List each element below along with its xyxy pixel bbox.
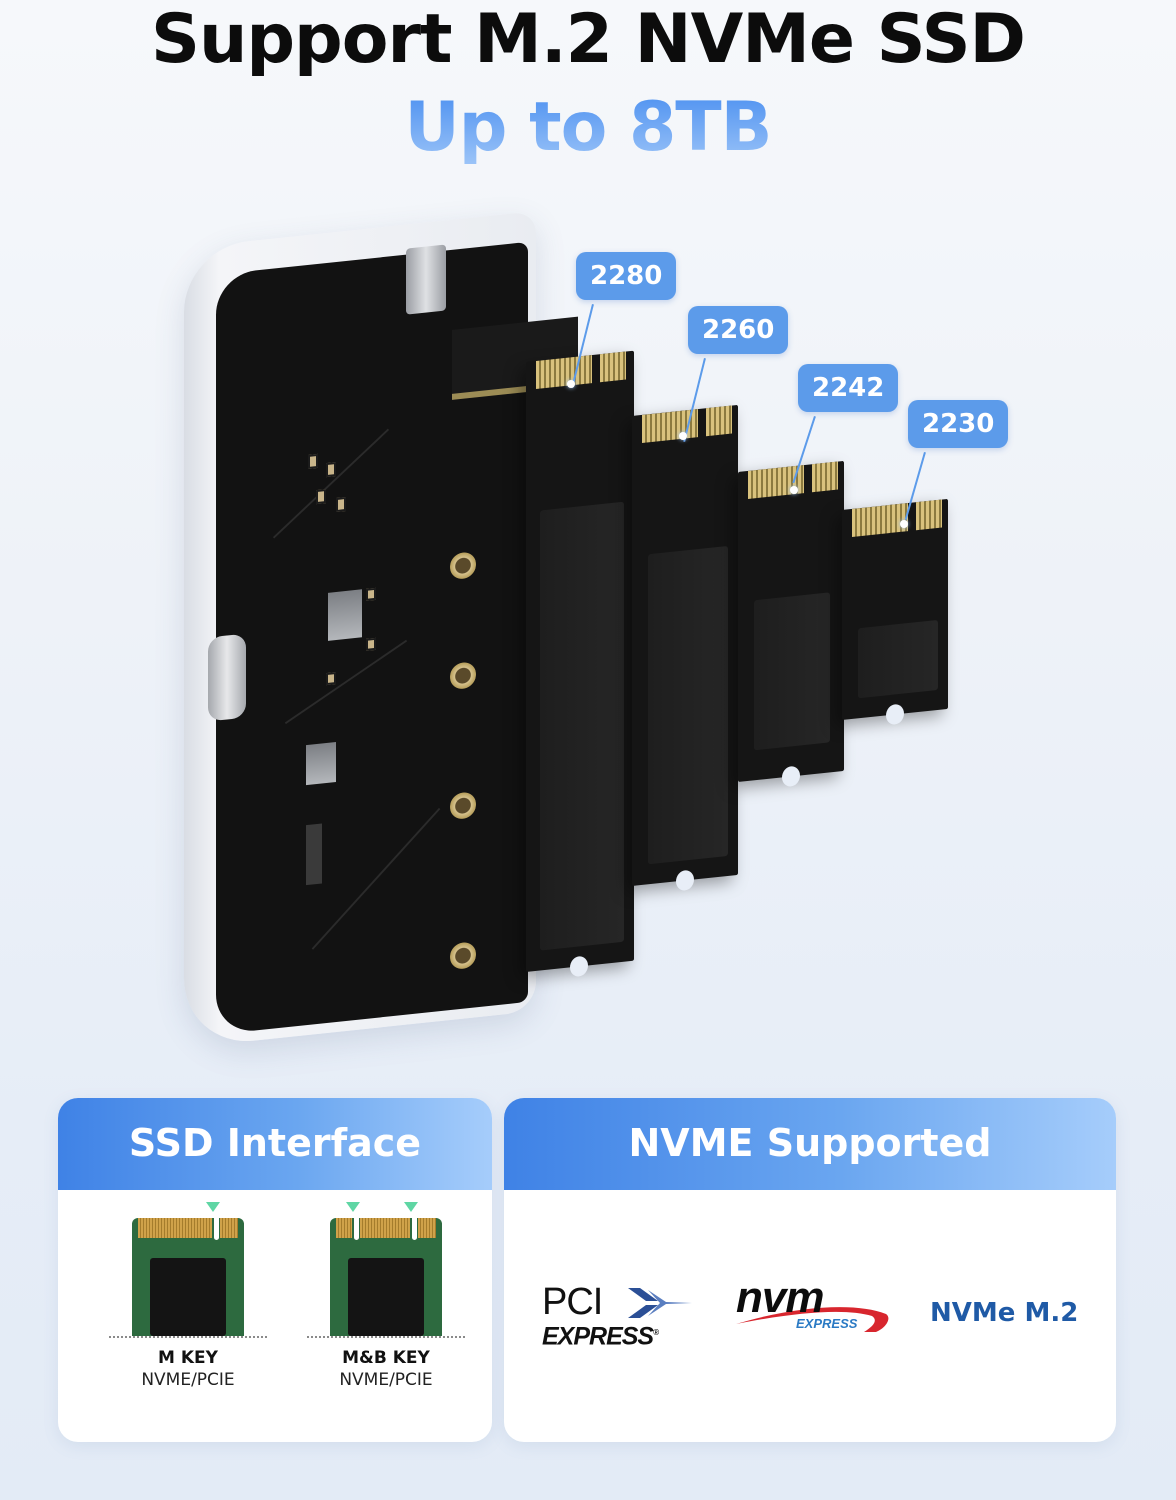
mount-hole [450, 547, 476, 585]
ssd-2260 [632, 404, 738, 892]
leader-dot [900, 520, 908, 528]
smd-component [366, 637, 376, 651]
pci-express-logo: PCI EXPRESS® [542, 1283, 692, 1349]
smd-component [308, 453, 318, 469]
switch [306, 823, 322, 886]
logo-row: PCI EXPRESS® nvm EXPRESS NVMe M.2 [504, 1276, 1116, 1358]
mount-hole [450, 657, 476, 695]
size-tag-2230: 2230 [908, 400, 1009, 448]
key-notch-arrow-icon [206, 1202, 220, 1212]
nvm-swoosh-icon [736, 1307, 889, 1332]
ssd-2242 [738, 460, 844, 788]
mount-hole [450, 787, 476, 825]
pcb-trace [311, 807, 441, 950]
mb-key-ssd-icon [330, 1202, 442, 1336]
nvm-express-logo: nvm EXPRESS [736, 1276, 889, 1332]
ssd-2230 [842, 498, 948, 726]
smd-component [336, 496, 346, 513]
dotted-divider [109, 1336, 267, 1338]
capacity-subtitle: Up to 8TB [0, 88, 1176, 168]
dotted-divider [307, 1336, 465, 1338]
key-name: M&B KEY [342, 1348, 430, 1368]
regulator-chip [306, 742, 336, 786]
smd-component [326, 672, 336, 686]
leader-dot [790, 486, 798, 494]
nvme-m2-label: NVMe M.2 [930, 1298, 1079, 1328]
m-key-item: M KEY NVME/PCIE [98, 1202, 278, 1390]
pcb-trace [284, 639, 408, 725]
usb-c-port-top-icon [406, 244, 446, 315]
page-title: Support M.2 NVMe SSD [151, 0, 1026, 79]
smd-component [316, 489, 326, 505]
smd-component [366, 587, 376, 601]
key-notch-arrow-icon [346, 1202, 360, 1212]
nvme-supported-card: NVME Supported PCI EXPRESS® nvm EXPRESS … [504, 1098, 1116, 1442]
key-type: NVME/PCIE [141, 1370, 235, 1390]
nvme-supported-title: NVME Supported [504, 1098, 1116, 1190]
mount-hole [450, 937, 476, 975]
enclosure-shell [184, 211, 578, 1049]
controller-chip [328, 589, 362, 641]
key-notch-arrow-icon [404, 1202, 418, 1212]
size-tag-2260: 2260 [688, 306, 789, 354]
enclosure-pcb [216, 241, 578, 1035]
ssd-enclosure-illustration: 2280 2260 2242 2230 [180, 211, 1009, 1060]
ssd-interface-card: SSD Interface M KEY NVME/PCIE M&B KEY NV… [58, 1098, 492, 1442]
key-type: NVME/PCIE [339, 1370, 433, 1390]
size-tag-2280: 2280 [576, 252, 677, 300]
ssd-interface-title: SSD Interface [58, 1098, 492, 1190]
pcb-trace [272, 428, 390, 539]
ssd-2280 [526, 350, 634, 978]
leader-dot [679, 432, 687, 440]
m-key-ssd-icon [132, 1202, 244, 1336]
usb-c-port-side-icon [208, 633, 246, 722]
pci-arrow-icon [628, 1288, 692, 1318]
mb-key-item: M&B KEY NVME/PCIE [296, 1202, 476, 1390]
size-tag-2242: 2242 [798, 364, 899, 412]
smd-component [326, 462, 336, 478]
key-name: M KEY [158, 1348, 218, 1368]
leader-dot [567, 380, 575, 388]
